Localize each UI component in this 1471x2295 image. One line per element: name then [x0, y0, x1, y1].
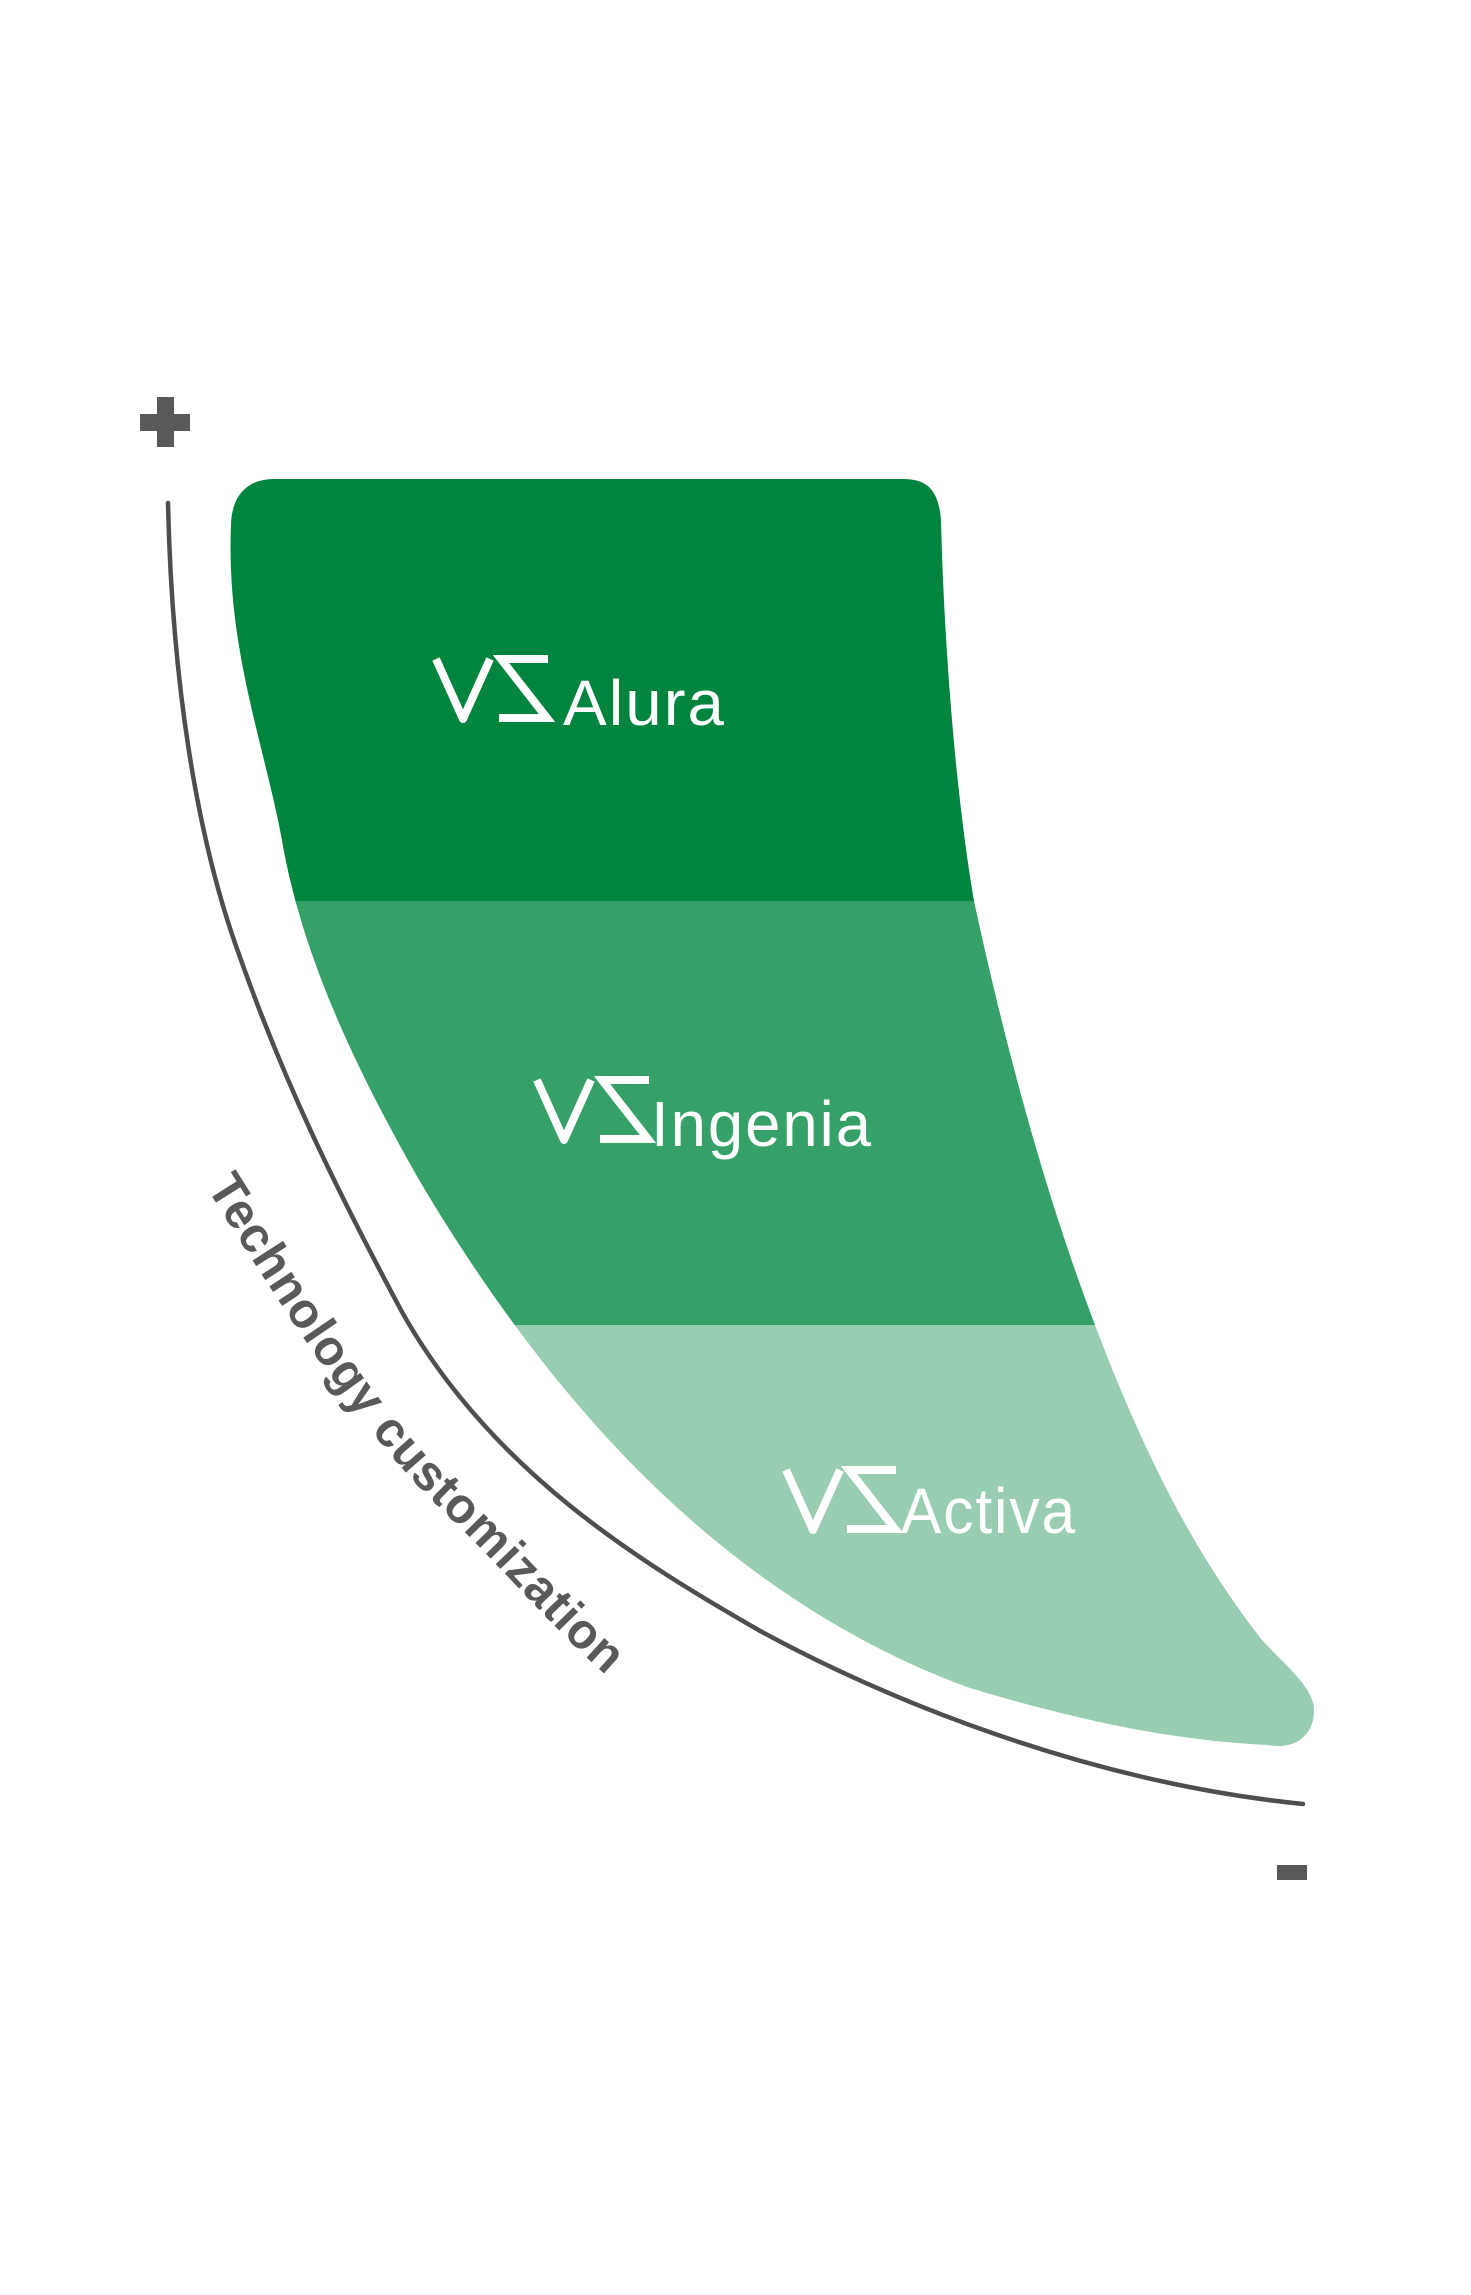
product-name-ingenia: Ingenia [651, 1088, 873, 1160]
plus-icon [140, 397, 190, 447]
minus-icon [1277, 1865, 1307, 1880]
product-name-activa: Activa [901, 1475, 1077, 1547]
product-name-alura: Alura [563, 667, 726, 739]
logo-activa: Activa [782, 1466, 1077, 1547]
vs-mark-v-icon [782, 1468, 844, 1534]
vs-mark-v-icon [432, 657, 494, 723]
band-activa [230, 1325, 1315, 1747]
vs-mark-s-icon [840, 1466, 904, 1533]
axis-curve [165, 500, 1306, 1807]
vs-mark-s-icon [593, 1076, 657, 1143]
vs-mark-s-icon [492, 655, 556, 722]
vs-mark-v-icon [533, 1078, 595, 1144]
logo-ingenia: Ingenia [533, 1076, 873, 1160]
band-alura [230, 479, 1315, 901]
logo-alura: Alura [432, 655, 726, 739]
